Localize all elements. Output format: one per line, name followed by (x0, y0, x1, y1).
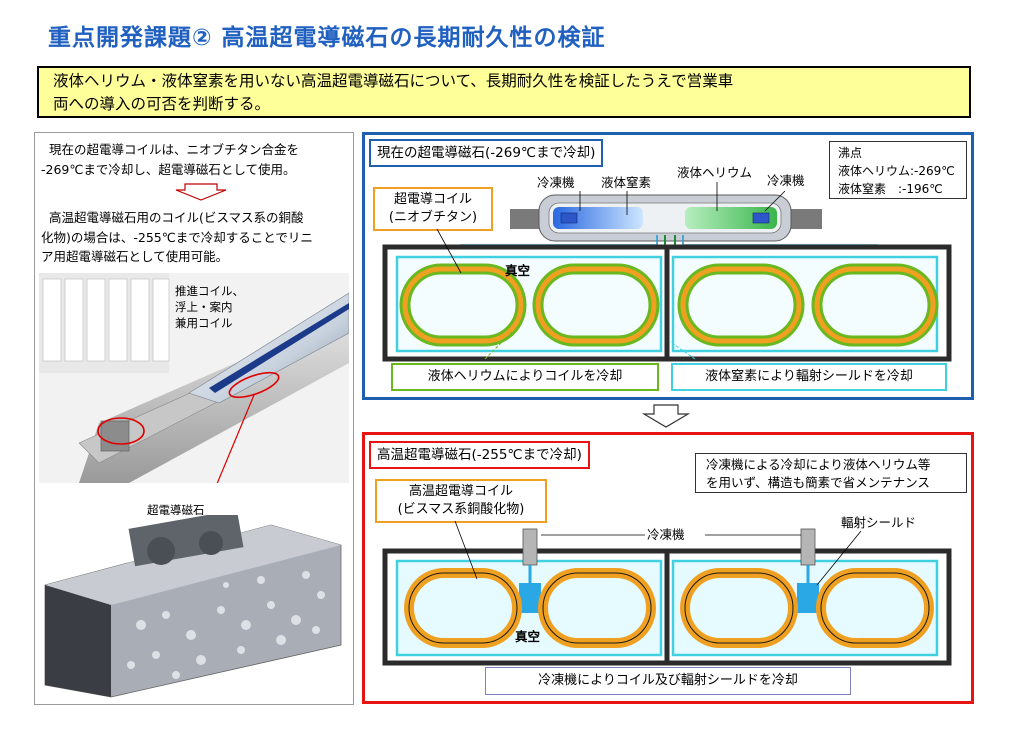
coil-callout-box: 超電導コイル (ニオブチタン) (373, 187, 493, 231)
current-coil-text-2: -269℃まで冷却し、超電導磁石として使用。 (41, 162, 296, 177)
coil-callout-line-2: (ニオブチタン) (388, 210, 478, 225)
vacuum-label-current: 真空 (505, 263, 531, 278)
intro-box: 液体ヘリウム・液体窒素を用いない高温超電導磁石について、長期耐久性を検証したうえ… (37, 66, 971, 118)
boiling-point-box: 沸点 液体ヘリウム:-269℃ 液体窒素 :-196℃ (829, 141, 967, 199)
hts-coil-text-1: 高温超電導磁石用のコイル(ビスマス系の銅酸 (49, 210, 304, 225)
current-coil-text-1: 現在の超電導コイルは、ニオブチタン合金を (49, 142, 300, 157)
current-magnet-diagram (382, 182, 952, 362)
hts-magnet-diagram (382, 520, 952, 666)
refrigerator-label-right: 冷凍機 (767, 173, 805, 188)
boiling-point-nitrogen: 液体窒素 :-196℃ (838, 182, 943, 196)
current-magnet-header: 現在の超電導磁石(-269℃まで冷却) (369, 139, 604, 167)
vacuum-label-hts: 真空 (515, 629, 541, 644)
current-magnet-panel: 現在の超電導磁石(-269℃まで冷却) 沸点 液体ヘリウム:-269℃ 液体窒素… (362, 132, 974, 400)
hts-coil-callout-box: 高温超電導コイル (ビスマス系銅酸化物) (375, 479, 547, 523)
magnet-photo (41, 515, 347, 699)
coil-label-3: 兼用コイル (175, 316, 233, 330)
refrigerator-label-left: 冷凍機 (537, 175, 575, 190)
boiling-point-helium: 液体ヘリウム:-269℃ (838, 164, 955, 178)
hts-note-line-1: 冷凍機による冷却により液体ヘリウム等 (706, 457, 931, 472)
hts-coil-text-3: ア用超電導磁石として使用可能。 (41, 249, 229, 264)
hts-coil-text-2: 化物)の場合は、-255℃まで冷却することでリニ (41, 230, 313, 245)
helium-caption: 液体ヘリウムによりコイルを冷却 (391, 363, 659, 391)
page-title: 重点開発課題② 高温超電導磁石の長期耐久性の検証 (48, 25, 606, 51)
radiation-shield-label: 輻射シールド (841, 515, 917, 530)
hts-note-box: 冷凍機による冷却により液体ヘリウム等 を用いず、構造も簡素で省メンテナンス (695, 453, 967, 493)
nitrogen-caption: 液体窒素により輻射シールドを冷却 (671, 363, 947, 391)
hts-magnet-header: 高温超電導磁石(-255℃まで冷却) (369, 441, 590, 469)
intro-line-2: 両への導入の可否を判断する。 (53, 95, 271, 113)
left-panel: 現在の超電導コイルは、ニオブチタン合金を -269℃まで冷却し、超電導磁石として… (34, 132, 354, 705)
hts-coil-callout-line-2: (ビスマス系銅酸化物) (397, 502, 525, 517)
coil-callout-line-1: 超電導コイル (393, 192, 472, 207)
down-arrow-icon (175, 183, 227, 201)
intro-line-1: 液体ヘリウム・液体窒素を用いない高温超電導磁石について、長期耐久性を検証したうえ… (53, 72, 734, 90)
magnet-label: 超電導磁石 (147, 503, 205, 517)
coil-label-2: 浮上・案内 (175, 300, 233, 314)
boiling-point-title: 沸点 (838, 146, 863, 160)
transition-arrow-icon (642, 404, 690, 428)
coil-label-1: 推進コイル、 (175, 284, 244, 298)
liquid-nitrogen-label: 液体窒素 (601, 175, 652, 190)
hts-note-line-2: を用いず、構造も簡素で省メンテナンス (706, 475, 930, 490)
hts-coil-callout-line-1: 高温超電導コイル (408, 484, 513, 499)
hts-refrigerator-label: 冷凍機 (647, 527, 685, 542)
hts-magnet-panel: 高温超電導磁石(-255℃まで冷却) 冷凍機による冷却により液体ヘリウム等 を用… (362, 432, 974, 704)
hts-caption: 冷凍機によりコイル及び輻射シールドを冷却 (485, 667, 851, 695)
guideway-photo (39, 273, 349, 483)
liquid-helium-label: 液体ヘリウム (677, 165, 753, 180)
